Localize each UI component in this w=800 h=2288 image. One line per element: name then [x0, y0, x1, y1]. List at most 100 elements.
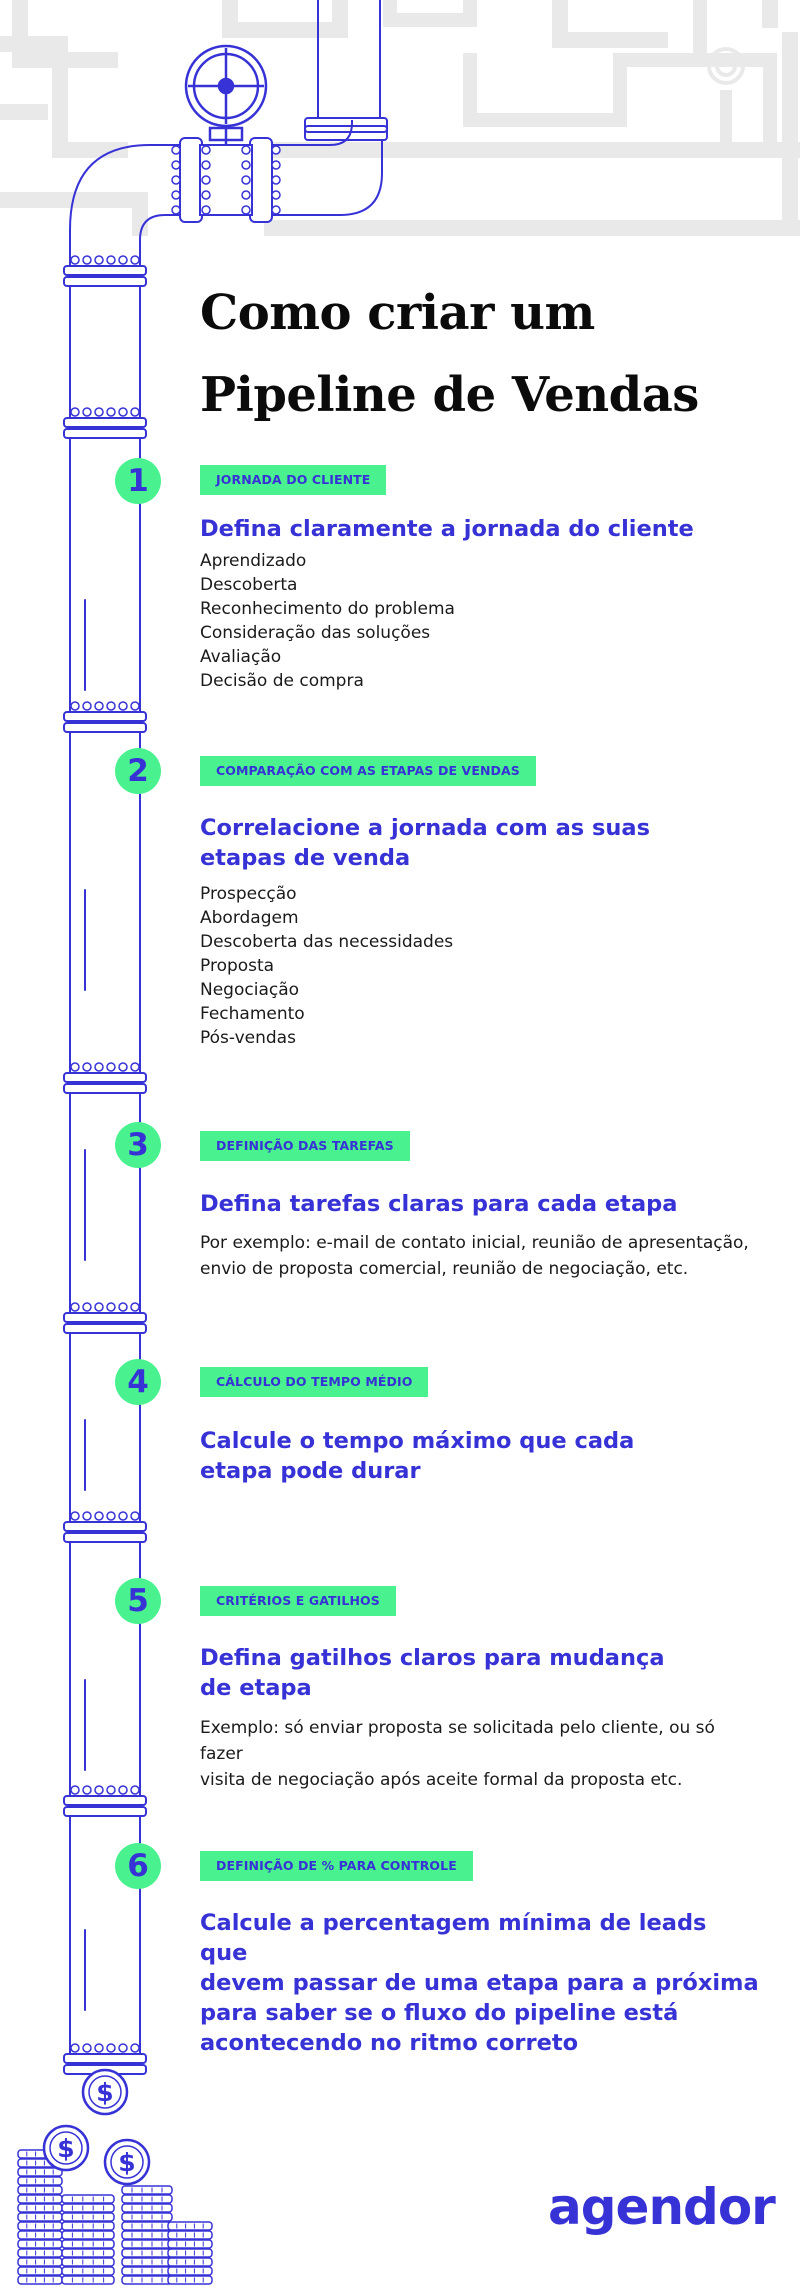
valve-bolt [171, 205, 181, 215]
list-item: Avaliação [200, 647, 282, 667]
stacked-coin [121, 2230, 173, 2240]
coin-symbol: $ [118, 2148, 135, 2177]
flange-bolt [94, 2043, 104, 2053]
list-item: Proposta [200, 956, 275, 976]
flange-bolt [82, 1511, 92, 1521]
step-heading-line: devem passar de uma etapa para a próxima [200, 1970, 759, 1996]
valve-bolt [171, 145, 181, 155]
flange-bolt [82, 701, 92, 711]
step-number-badge: 1 [115, 458, 161, 504]
pipe-flange [63, 255, 147, 287]
step-description: Exemplo: só enviar proposta se solicitad… [200, 1715, 760, 1793]
coin-icon: $ [81, 2068, 129, 2116]
step-number-badge: 3 [115, 1122, 161, 1168]
step-heading-line: etapa pode durar [200, 1458, 421, 1484]
stacked-coin [17, 2221, 63, 2231]
stacked-coin [61, 2248, 115, 2258]
flange-bolt [130, 701, 140, 711]
flange-bolt [130, 1062, 140, 1072]
pipe-flange [63, 1511, 147, 1543]
stacked-coin [121, 2194, 173, 2204]
stacked-coin [61, 2230, 115, 2240]
valve-bolt [201, 160, 211, 170]
step-heading-line: Calcule a percentagem mínima de leads qu… [200, 1910, 707, 1966]
step-description-line: visita de negociação após aceite formal … [200, 1770, 683, 1790]
list-item: Negociação [200, 980, 300, 1000]
main-pipe [69, 0, 388, 2068]
flange-bolt [118, 2043, 128, 2053]
flange-bolt [94, 1062, 104, 1072]
flange-ring [63, 276, 147, 287]
stacked-coin [121, 2239, 173, 2249]
flange-ring [63, 711, 147, 722]
stacked-coin [167, 2266, 213, 2276]
flange-bolt [94, 701, 104, 711]
pipe-flange [63, 407, 147, 439]
flange-bolt [106, 1511, 116, 1521]
list-item: Decisão de compra [200, 671, 364, 691]
coin-symbol: $ [96, 2078, 113, 2107]
pipe-flange [63, 1302, 147, 1334]
stacked-coin [61, 2212, 115, 2222]
stacked-coin [61, 2239, 115, 2249]
step-number-badge: 6 [115, 1843, 161, 1889]
flange-ring [63, 428, 147, 439]
flange-bolt [118, 1511, 128, 1521]
stacked-coin [61, 2266, 115, 2276]
step-tag: CÁLCULO DO TEMPO MÉDIO [200, 1367, 429, 1397]
pipe-flange [63, 1062, 147, 1094]
step-heading-line: Defina gatilhos claros para mudança [200, 1645, 665, 1671]
valve-bolt [201, 145, 211, 155]
valve-bolt [201, 190, 211, 200]
step-item-list: Prospecção Abordagem Descoberta das nece… [200, 882, 453, 1050]
stacked-coin [17, 2185, 63, 2195]
step-number-badge: 2 [115, 748, 161, 794]
step-heading-line: Calcule o tempo máximo que cada [200, 1428, 635, 1454]
flange-bolt [106, 701, 116, 711]
step-heading-line: acontecendo no ritmo correto [200, 2030, 579, 2056]
stacked-coin [121, 2266, 173, 2276]
stacked-coin [17, 2275, 63, 2285]
valve-bolt [271, 190, 281, 200]
stacked-coin [17, 2167, 63, 2177]
flange-ring [63, 1312, 147, 1323]
stacked-coin [17, 2203, 63, 2213]
step-tag: COMPARAÇÃO COM AS ETAPAS DE VENDAS [200, 756, 536, 786]
stacked-coin [167, 2239, 213, 2249]
step-heading: Calcule a percentagem mínima de leads qu… [200, 1908, 760, 2058]
flange-bolt [82, 407, 92, 417]
page-title: Como criar um Pipeline de Vendas [200, 272, 760, 436]
flange-bolt [70, 407, 80, 417]
coin-face [49, 2131, 83, 2165]
step-heading-line: etapas de venda [200, 845, 411, 871]
background-pipes [0, 0, 800, 236]
flange-ring [63, 1532, 147, 1543]
step-description-line: envio de proposta comercial, reunião de … [200, 1259, 689, 1279]
step-heading: Calcule o tempo máximo que cada etapa po… [200, 1426, 760, 1486]
valve-bolt [171, 190, 181, 200]
stacked-coin [121, 2203, 173, 2213]
flange-bolt [130, 255, 140, 265]
flange-bolt [118, 1785, 128, 1795]
flange-ring [63, 1083, 147, 1094]
flange-ring [63, 1072, 147, 1083]
coin-stack [17, 2149, 63, 2285]
stacked-coin [167, 2275, 213, 2285]
step-description-line: Exemplo: só enviar proposta se solicitad… [200, 1718, 715, 1764]
stacked-coin [61, 2257, 115, 2267]
list-item: Aprendizado [200, 551, 307, 571]
list-item: Pós-vendas [200, 1028, 296, 1048]
flange-bolt [70, 2043, 80, 2053]
valve-bolt [201, 205, 211, 215]
stacked-coin [17, 2230, 63, 2240]
valve-bolt [171, 175, 181, 185]
pipe-flange [63, 701, 147, 733]
flange-bolt [82, 1785, 92, 1795]
flange-bolt [106, 255, 116, 265]
step-heading-line: Correlacione a jornada com as suas [200, 815, 651, 841]
valve-bolt [241, 175, 251, 185]
list-item: Fechamento [200, 1004, 305, 1024]
coin-symbol: $ [57, 2134, 74, 2163]
flange-bolt [106, 1785, 116, 1795]
flange-bolt [130, 1302, 140, 1312]
